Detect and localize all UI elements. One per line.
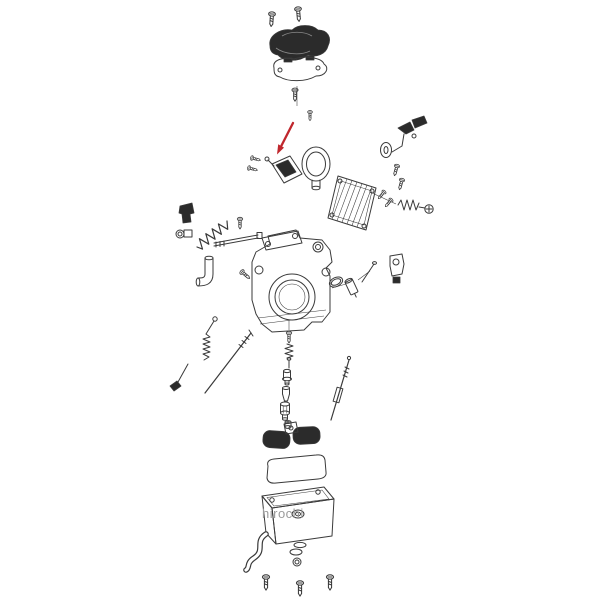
starter-cable [169, 316, 218, 392]
dowel-pin [307, 110, 313, 122]
float-assembly [262, 421, 321, 449]
diaphragm-cap [301, 146, 331, 191]
bowl-screws [261, 574, 335, 597]
overflow-hose [243, 531, 269, 573]
throttle-sensor [264, 155, 303, 184]
vent-elbow [195, 255, 214, 287]
drain-washer [292, 557, 302, 567]
cable-adjuster [175, 229, 193, 239]
float-pin [361, 261, 377, 283]
main-jet [284, 420, 292, 429]
main-jet-holder [280, 401, 290, 421]
return-spring [196, 220, 229, 250]
jet-spring [284, 343, 294, 359]
float-bowl [261, 486, 335, 549]
lever-bracket [391, 115, 428, 153]
center-screw [285, 330, 293, 344]
idle-screw [418, 204, 434, 214]
body-screw [238, 268, 252, 281]
drain-oring [289, 548, 303, 556]
jet-needle-right [330, 355, 352, 421]
idle-spring [397, 199, 420, 211]
carburetor-body [251, 229, 333, 333]
stack-pin [286, 357, 292, 369]
float-bracket [389, 253, 405, 284]
top-cover [269, 25, 330, 63]
cable-adjuster-cap [178, 202, 195, 224]
float-valve-oring [328, 276, 344, 288]
highlight-arrow [277, 121, 295, 155]
pilot-jet [282, 386, 290, 402]
stop-screw [236, 216, 244, 230]
needle-clip [332, 386, 344, 404]
cable-pulley [380, 142, 392, 158]
float-valve-seat [344, 277, 359, 298]
bracket-screws [391, 163, 406, 191]
side-plate [327, 175, 377, 231]
throttle-shaft [213, 232, 263, 248]
cover-gasket [273, 56, 328, 82]
needle-jet [282, 368, 292, 386]
assembly-axis-lines [288, 86, 397, 330]
sensor-screws [246, 154, 262, 173]
cover-screws [267, 6, 303, 28]
bowl-gasket [266, 454, 327, 484]
jet-needle-left [204, 329, 254, 394]
